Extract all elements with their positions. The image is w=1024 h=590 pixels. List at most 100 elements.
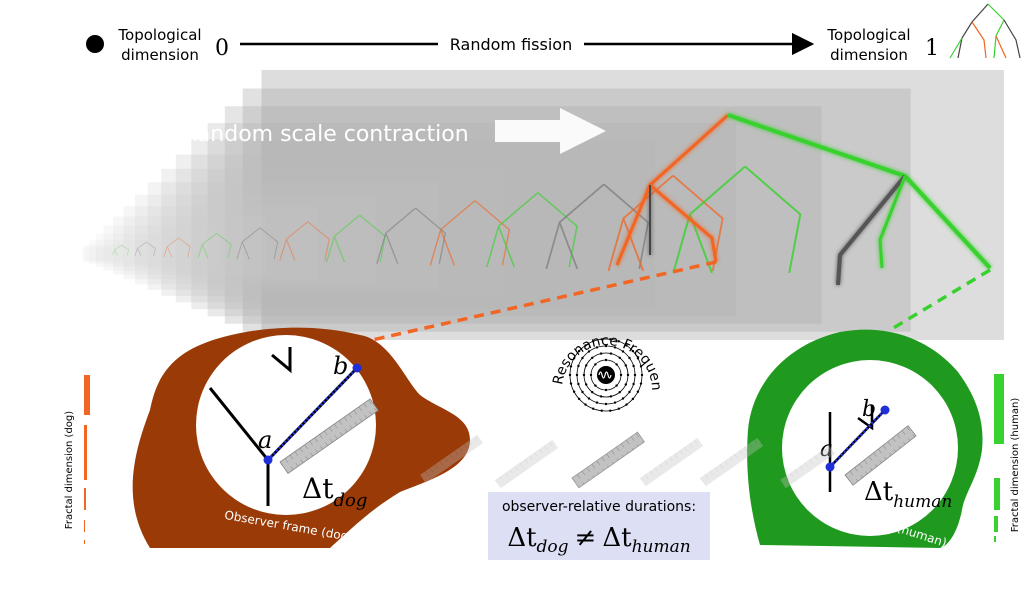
electron-dot bbox=[585, 364, 588, 367]
electron-dot bbox=[625, 344, 628, 347]
electron-dot bbox=[632, 382, 635, 386]
dog-observer-frame bbox=[196, 335, 376, 515]
electron-dot bbox=[633, 373, 637, 377]
electron-dot bbox=[636, 357, 640, 360]
electron-dot bbox=[604, 358, 608, 362]
human-ruler bbox=[844, 425, 917, 486]
electron-dot bbox=[575, 373, 579, 377]
electron-dot bbox=[577, 349, 581, 353]
electron-dot bbox=[594, 363, 597, 366]
center-ruler bbox=[571, 431, 645, 489]
electron-dot bbox=[613, 346, 617, 349]
electron-dot bbox=[600, 409, 603, 412]
electron-dot bbox=[615, 384, 618, 387]
scale-panel bbox=[175, 154, 579, 303]
electron-dot bbox=[591, 356, 594, 359]
electron-dot bbox=[624, 364, 627, 367]
durations-inequality: Δtdog≠Δthuman bbox=[507, 523, 690, 557]
tree-icon bbox=[949, 3, 1021, 59]
fission-tree bbox=[134, 241, 156, 257]
dog-fractal-dimension-bar: Fractal dimension (dog) bbox=[64, 375, 90, 544]
left-topological-label-line2: dimension bbox=[121, 46, 199, 64]
fission-tree bbox=[163, 237, 191, 258]
scale-panel bbox=[147, 182, 439, 290]
electron-dot bbox=[587, 397, 591, 400]
electron-dot bbox=[632, 364, 635, 368]
electron-dot bbox=[587, 350, 591, 353]
durations-caption: observer-relative durations: Δtdog≠Δthum… bbox=[488, 492, 710, 560]
scale-panel bbox=[89, 240, 148, 265]
left-topological-value: 0 bbox=[215, 36, 229, 61]
electron-dot bbox=[577, 397, 581, 401]
contraction-banner: Random scale contraction bbox=[95, 108, 606, 154]
electron-dot bbox=[617, 340, 620, 343]
human-observer-frame bbox=[782, 360, 958, 536]
faded-rulers bbox=[420, 434, 835, 489]
dog-ruler bbox=[279, 398, 379, 475]
scale-panel bbox=[82, 247, 112, 261]
dog-point-a-label: a bbox=[258, 426, 272, 454]
electron-dot bbox=[585, 383, 588, 386]
electron-dot bbox=[591, 391, 594, 394]
fission-tree bbox=[376, 207, 447, 264]
electron-dot bbox=[599, 352, 603, 355]
electron-dot bbox=[589, 373, 593, 377]
electron-dot bbox=[621, 397, 625, 400]
electron-dot bbox=[584, 344, 587, 347]
electron-dot bbox=[604, 402, 608, 406]
fission-arrow-label: Random fission bbox=[450, 35, 572, 54]
electron-dot bbox=[640, 373, 644, 377]
electron-dot bbox=[639, 382, 643, 385]
electron-dot bbox=[615, 363, 618, 366]
electron-dot bbox=[572, 357, 576, 360]
dog-duration-segment bbox=[266, 366, 359, 462]
electron-dot bbox=[604, 344, 608, 348]
highlight-tree-green bbox=[727, 113, 992, 286]
electron-dot bbox=[595, 346, 599, 349]
electron-dot bbox=[625, 403, 628, 406]
electron-dot bbox=[581, 390, 584, 394]
scale-panel bbox=[224, 106, 822, 324]
electron-dot bbox=[609, 409, 612, 412]
fission-tree bbox=[279, 221, 330, 261]
scale-panel bbox=[123, 206, 318, 280]
human-fractal-dimension-bar: Fractal dimension (human) bbox=[994, 374, 1021, 542]
electron-dot bbox=[631, 349, 635, 353]
highlight-tree-orange bbox=[615, 113, 730, 266]
contraction-arrow-icon bbox=[495, 108, 606, 154]
fission-tree bbox=[112, 245, 130, 256]
electron-dot bbox=[592, 340, 595, 343]
scale-panel bbox=[95, 233, 180, 267]
right-topological-value: 1 bbox=[925, 36, 939, 61]
electron-dot bbox=[594, 384, 597, 387]
electron-dot bbox=[568, 373, 572, 377]
electron-dot bbox=[617, 407, 620, 410]
electron-dot bbox=[595, 401, 599, 404]
point-dot-icon bbox=[86, 35, 104, 53]
human-point-b-icon bbox=[880, 405, 890, 415]
electron-dot bbox=[618, 356, 621, 359]
scale-panels bbox=[82, 70, 1004, 340]
electron-dot bbox=[577, 364, 580, 368]
electron-dot bbox=[628, 390, 631, 394]
human-point-b-label: b bbox=[862, 397, 876, 422]
fission-tree bbox=[429, 200, 511, 266]
waveform-icon bbox=[598, 371, 612, 379]
electron-dot bbox=[569, 365, 573, 368]
electron-dot bbox=[631, 397, 635, 401]
electron-dot bbox=[628, 356, 631, 360]
fission-tree bbox=[545, 183, 650, 270]
dog-point-a-icon bbox=[263, 455, 273, 465]
electron-dot bbox=[639, 365, 643, 368]
dog-connector-line bbox=[349, 260, 717, 347]
electron-dot bbox=[604, 388, 608, 392]
electron-dot bbox=[624, 383, 627, 386]
scale-panel bbox=[113, 216, 266, 275]
electron-dot bbox=[581, 356, 584, 360]
electron-dot bbox=[584, 403, 587, 406]
human-connector-line bbox=[889, 268, 991, 332]
contraction-label: Random scale contraction bbox=[182, 122, 469, 147]
human-duration-label: Δthuman bbox=[864, 477, 952, 512]
dog-point-b-icon bbox=[352, 363, 362, 373]
